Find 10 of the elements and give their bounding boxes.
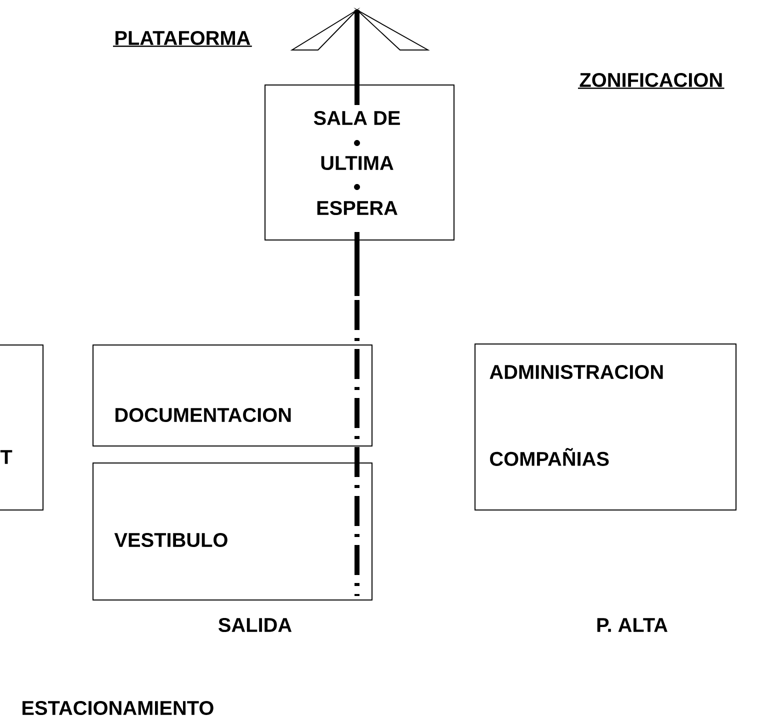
area-label: SALIDA [218,618,292,632]
underlined-heading: ZONIFICACION [578,72,724,89]
zone-box: DOCUMENTACION [92,344,372,446]
zone-box: T [0,344,44,510]
zone-box: ADMINISTRACION COMPAÑIAS [474,344,736,510]
area-label: ESTACIONAMIENTO [22,700,214,716]
waiting-room-box: SALA DE ULTIMA ESPERA [264,84,454,240]
zone-box: VESTIBULO [92,462,372,600]
area-label: P. ALTA [597,618,668,632]
underlined-heading: PLATAFORMA [113,30,252,47]
